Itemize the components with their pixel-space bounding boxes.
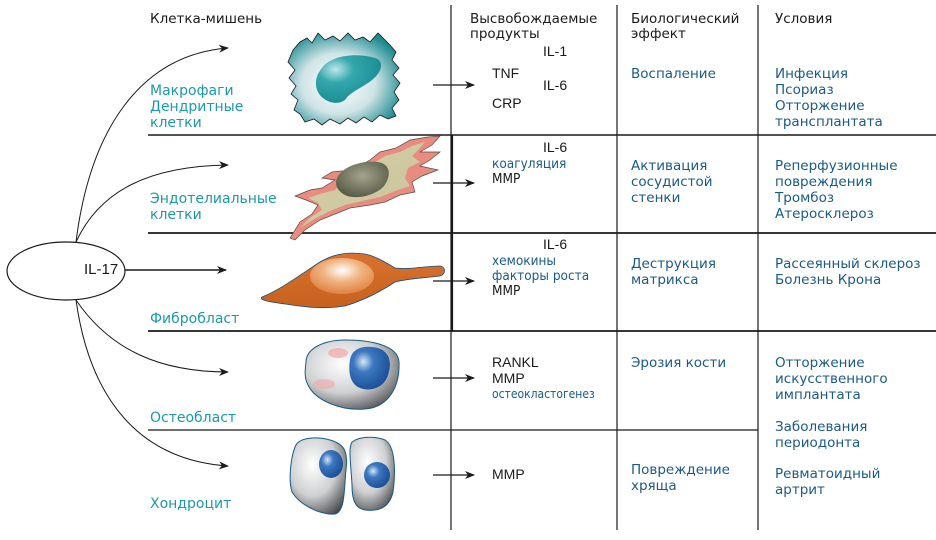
cell-label-endothelial: Эндотелиальные клетки — [150, 191, 277, 223]
conditions-row-4: Отторжение искусственного имплантата — [775, 355, 888, 403]
cell-label-osteoblast: Остеобласт — [150, 410, 237, 426]
product-tnf: TNF — [492, 65, 520, 81]
effect-line: сосудистой — [631, 174, 713, 190]
condition-item: имплантата — [775, 387, 861, 403]
product-item: факторы роста — [492, 268, 590, 284]
conditions-row-3: Рассеянный склероз Болезнь Крона — [775, 256, 921, 288]
endothelial-cell-icon — [289, 135, 441, 241]
product-osteoclastogenesis: остеокластогенез — [492, 387, 595, 401]
cell-label-line: клетки — [150, 115, 202, 131]
header-conditions: Условия — [775, 11, 833, 27]
condition-item: Рассеянный склероз — [775, 256, 921, 272]
condition-item: Отторжение — [775, 98, 865, 114]
conditions-row-2: Реперфузионные повреждения Тромбоз Атеро… — [775, 158, 898, 222]
effect-line: Активация — [631, 158, 708, 174]
effect-line: матрикса — [631, 272, 699, 288]
il17-node — [6, 241, 126, 301]
condition-item: Инфекция — [775, 66, 849, 82]
condition-item: трансплантата — [775, 114, 883, 130]
effect-line: стенки — [631, 190, 681, 206]
conditions-row-5: Ревматоидный артрит — [775, 466, 880, 498]
condition-item: Болезнь Крона — [775, 272, 882, 288]
conditions-row-1: Инфекция Псориаз Отторжение трансплантат… — [775, 66, 883, 130]
header-effect: Биологический эффект — [631, 12, 739, 42]
product-il6: IL-6 — [543, 139, 568, 155]
arrow-to-osteoblast — [75, 299, 229, 376]
products-row-4: RANKL MMP — [492, 354, 539, 386]
product-item: MMP — [492, 370, 525, 386]
conditions-periodontal: Заболевания периодонта — [775, 419, 867, 451]
condition-item: искусственного — [775, 371, 888, 387]
condition-item: артрит — [775, 482, 825, 498]
effect-matrix-destruction: Деструкция матрикса — [631, 256, 716, 288]
macrophage-icon — [287, 32, 401, 126]
product-item: MMP — [492, 171, 521, 187]
cell-label-line: Эндотелиальные — [150, 191, 277, 207]
condition-item: Заболевания — [775, 419, 868, 435]
header-effect-line: Биологический — [631, 11, 740, 27]
condition-item: повреждения — [775, 174, 873, 190]
arrow-to-macrophage — [75, 44, 229, 243]
header-effect-line: эффект — [631, 26, 686, 42]
cell-label-fibroblast: Фибробласт — [150, 311, 240, 327]
chondrocyte-icon — [289, 436, 395, 515]
condition-item: Тромбоз — [775, 190, 835, 206]
product-il1: IL-1 — [543, 43, 568, 59]
cell-label-line: Макрофаги — [150, 83, 234, 99]
effect-vascular-activation: Активация сосудистой стенки — [631, 158, 713, 206]
product-crp: CRP — [492, 95, 522, 111]
products-row-2: коагуляция MMP — [492, 157, 566, 187]
header-products: Высвобождаемые продукты — [470, 12, 597, 42]
condition-item: Реперфузионные — [775, 158, 898, 174]
il17-arrows — [75, 44, 229, 470]
product-mmp: MMP — [492, 466, 525, 482]
effect-bone-erosion: Эрозия кости — [631, 355, 727, 371]
effect-line: хряща — [631, 478, 677, 494]
header-products-line: продукты — [470, 26, 540, 42]
condition-item: Псориаз — [775, 82, 834, 98]
product-il6: IL-6 — [543, 236, 568, 252]
il17-label: IL-17 — [84, 261, 119, 278]
product-item: коагуляция — [492, 156, 567, 172]
product-item: MMP — [492, 283, 521, 299]
product-item: RANKL — [492, 354, 539, 370]
cell-label-chondrocyte: Хондроцит — [150, 496, 232, 512]
fibroblast-icon — [260, 252, 445, 309]
cell-label-line: Дендритные — [150, 99, 244, 115]
effect-inflammation: Воспаление — [631, 66, 716, 82]
arrow-to-endothelial — [75, 161, 229, 243]
grid-lines — [148, 5, 936, 530]
condition-item: Отторжение — [775, 355, 865, 371]
arrow-to-chondrocyte — [75, 299, 229, 470]
condition-item: периодонта — [775, 435, 861, 451]
cell-label-line: клетки — [150, 207, 202, 223]
condition-item: Атеросклероз — [775, 206, 874, 222]
effect-line: Повреждение — [631, 462, 730, 478]
effect-cartilage-damage: Повреждение хряща — [631, 462, 730, 494]
condition-item: Ревматоидный — [775, 466, 881, 482]
product-il6: IL-6 — [543, 77, 568, 93]
products-row-3: хемокины факторы роста MMP — [492, 254, 589, 299]
header-target-cell: Клетка-мишень — [150, 11, 263, 27]
cell-label-macrophages: Макрофаги Дендритные клетки — [150, 83, 243, 131]
osteoblast-icon — [304, 339, 400, 410]
header-products-line: Высвобождаемые — [470, 11, 598, 27]
effect-line: Деструкция — [631, 256, 716, 272]
product-item: хемокины — [492, 253, 557, 269]
